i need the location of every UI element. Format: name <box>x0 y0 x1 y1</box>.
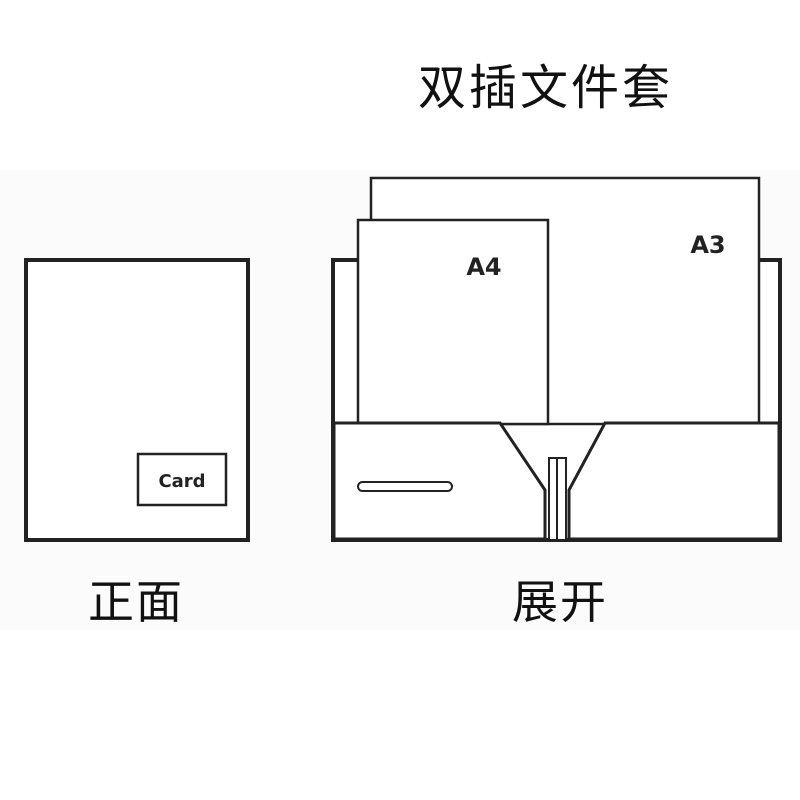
front-view-label: 正面 <box>88 575 184 629</box>
open-view: A3 A4 <box>331 176 782 542</box>
right-pocket <box>567 421 781 541</box>
front-view: Card <box>24 258 250 542</box>
sheet-a3-label: A3 <box>690 231 725 259</box>
card-label: Card <box>158 471 205 492</box>
spine <box>548 457 567 541</box>
sheet-a4 <box>356 218 550 426</box>
card-slit <box>357 481 453 492</box>
open-view-label: 展开 <box>512 575 608 629</box>
diagram-title: 双插文件套 <box>418 60 674 116</box>
sheet-a4-label: A4 <box>466 253 501 281</box>
card-slot <box>136 452 228 507</box>
